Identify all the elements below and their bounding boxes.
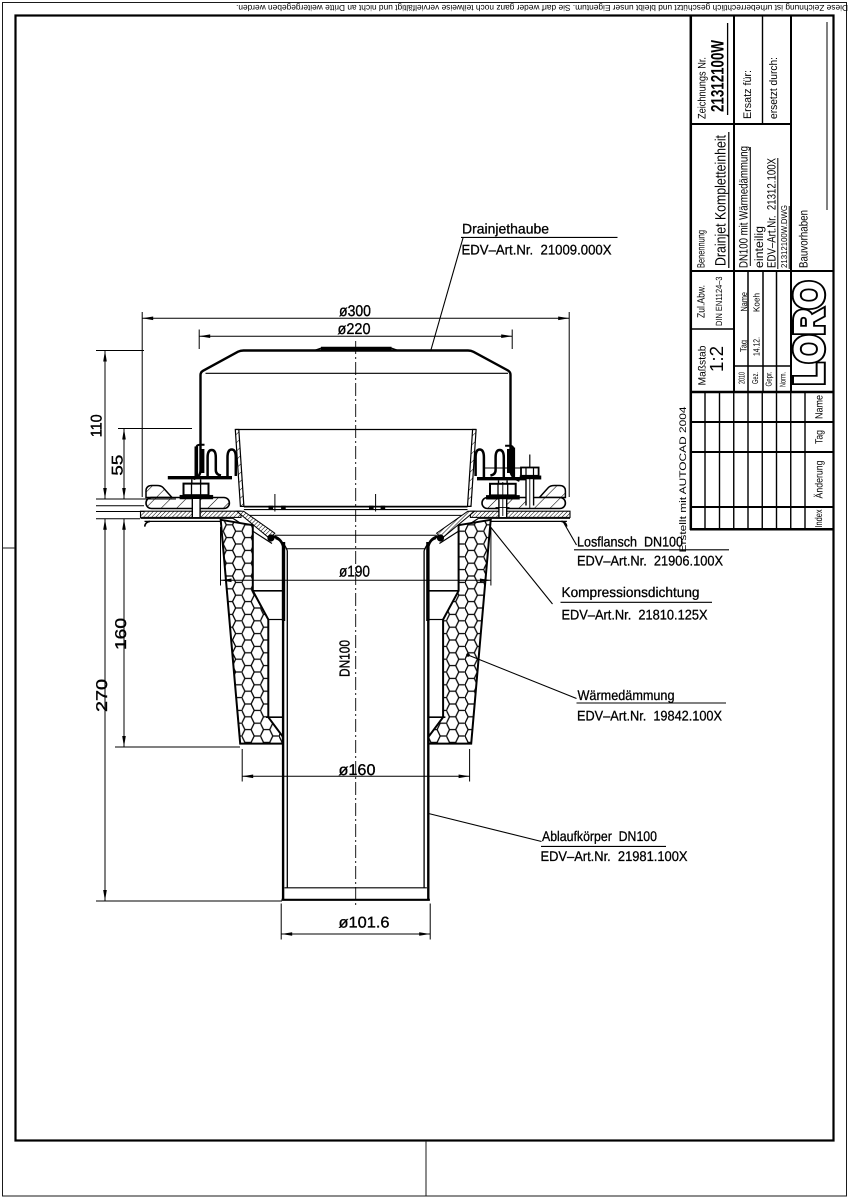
svg-text:2010: 2010 (737, 372, 747, 384)
svg-text:21312100W: 21312100W (707, 40, 727, 112)
svg-text:14.12.: 14.12. (752, 337, 762, 356)
svg-text:Ablaufkörper DN100: Ablaufkörper DN100 (542, 828, 657, 844)
svg-text:Kompressionsdichtung: Kompressionsdichtung (562, 584, 700, 600)
svg-text:Benennung: Benennung (696, 230, 708, 268)
svg-text:1:2: 1:2 (707, 346, 728, 372)
svg-text:Tag: Tag (739, 340, 749, 352)
svg-text:ø160: ø160 (339, 762, 376, 779)
svg-text:270: 270 (94, 679, 111, 712)
svg-text:Index: Index (814, 510, 825, 528)
svg-text:EDV–Art.Nr. 21981.100X: EDV–Art.Nr. 21981.100X (541, 848, 689, 864)
svg-text:ersetzt durch:: ersetzt durch: (768, 57, 780, 119)
svg-text:Zeichnungs Nr.: Zeichnungs Nr. (697, 57, 709, 119)
svg-text:Tag: Tag (814, 430, 826, 444)
svg-text:Wärmedämmung: Wärmedämmung (578, 687, 675, 703)
svg-text:Diese Zeichnung ist urheberrec: Diese Zeichnung ist urheberrechtlich ges… (236, 3, 848, 13)
svg-text:EDV–Art.Nr. 21009.000X: EDV–Art.Nr. 21009.000X (462, 242, 613, 258)
svg-text:Gez.: Gez. (750, 372, 760, 384)
svg-text:55: 55 (110, 455, 127, 476)
svg-text:Losflansch DN100: Losflansch DN100 (577, 533, 683, 549)
svg-text:Ersatz für:: Ersatz für: (742, 70, 754, 119)
svg-text:ø300: ø300 (339, 303, 371, 320)
svg-text:ø220: ø220 (338, 321, 371, 338)
svg-text:Änderung: Änderung (814, 460, 826, 498)
svg-text:Maßstab: Maßstab (697, 345, 709, 385)
svg-text:EDV–Art.Nr. 21906.100X: EDV–Art.Nr. 21906.100X (577, 553, 724, 569)
svg-text:Zul.Abw.: Zul.Abw. (696, 285, 708, 318)
svg-text:LORO: LORO (786, 281, 832, 385)
svg-text:21312100W.DWG: 21312100W.DWG (779, 205, 789, 268)
svg-text:EDV–Art.Nr. 21312.100X: EDV–Art.Nr. 21312.100X (764, 158, 778, 268)
svg-text:DN100 mit Wärmedämmung: DN100 mit Wärmedämmung (737, 146, 751, 268)
svg-text:Drainjet Kompletteinheit: Drainjet Kompletteinheit (713, 134, 730, 266)
svg-text:LORO: LORO (786, 281, 832, 385)
svg-text:110: 110 (89, 414, 106, 437)
svg-text:Norm.: Norm. (778, 372, 788, 387)
svg-text:DIN EN1124–3: DIN EN1124–3 (714, 277, 724, 327)
svg-text:Name: Name (814, 395, 826, 419)
svg-text:EDV–Art.Nr. 21810.125X: EDV–Art.Nr. 21810.125X (562, 607, 709, 623)
svg-text:Name: Name (739, 292, 749, 312)
svg-text:160: 160 (113, 618, 130, 650)
svg-text:einteilig: einteilig (752, 226, 766, 268)
svg-text:DN100: DN100 (338, 640, 354, 677)
svg-text:EDV–Art.Nr. 19842.100X: EDV–Art.Nr. 19842.100X (577, 708, 723, 724)
svg-text:Koeh: Koeh (752, 293, 762, 312)
svg-text:Gepr.: Gepr. (764, 372, 774, 387)
svg-text:ø101.6: ø101.6 (339, 915, 390, 932)
svg-text:Erstellt mit AUTOCAD 2004: Erstellt mit AUTOCAD 2004 (678, 407, 689, 553)
svg-text:ø190: ø190 (339, 563, 370, 580)
svg-text:Drainjethaube: Drainjethaube (462, 221, 549, 237)
svg-text:Bauvorhaben: Bauvorhaben (797, 210, 811, 268)
